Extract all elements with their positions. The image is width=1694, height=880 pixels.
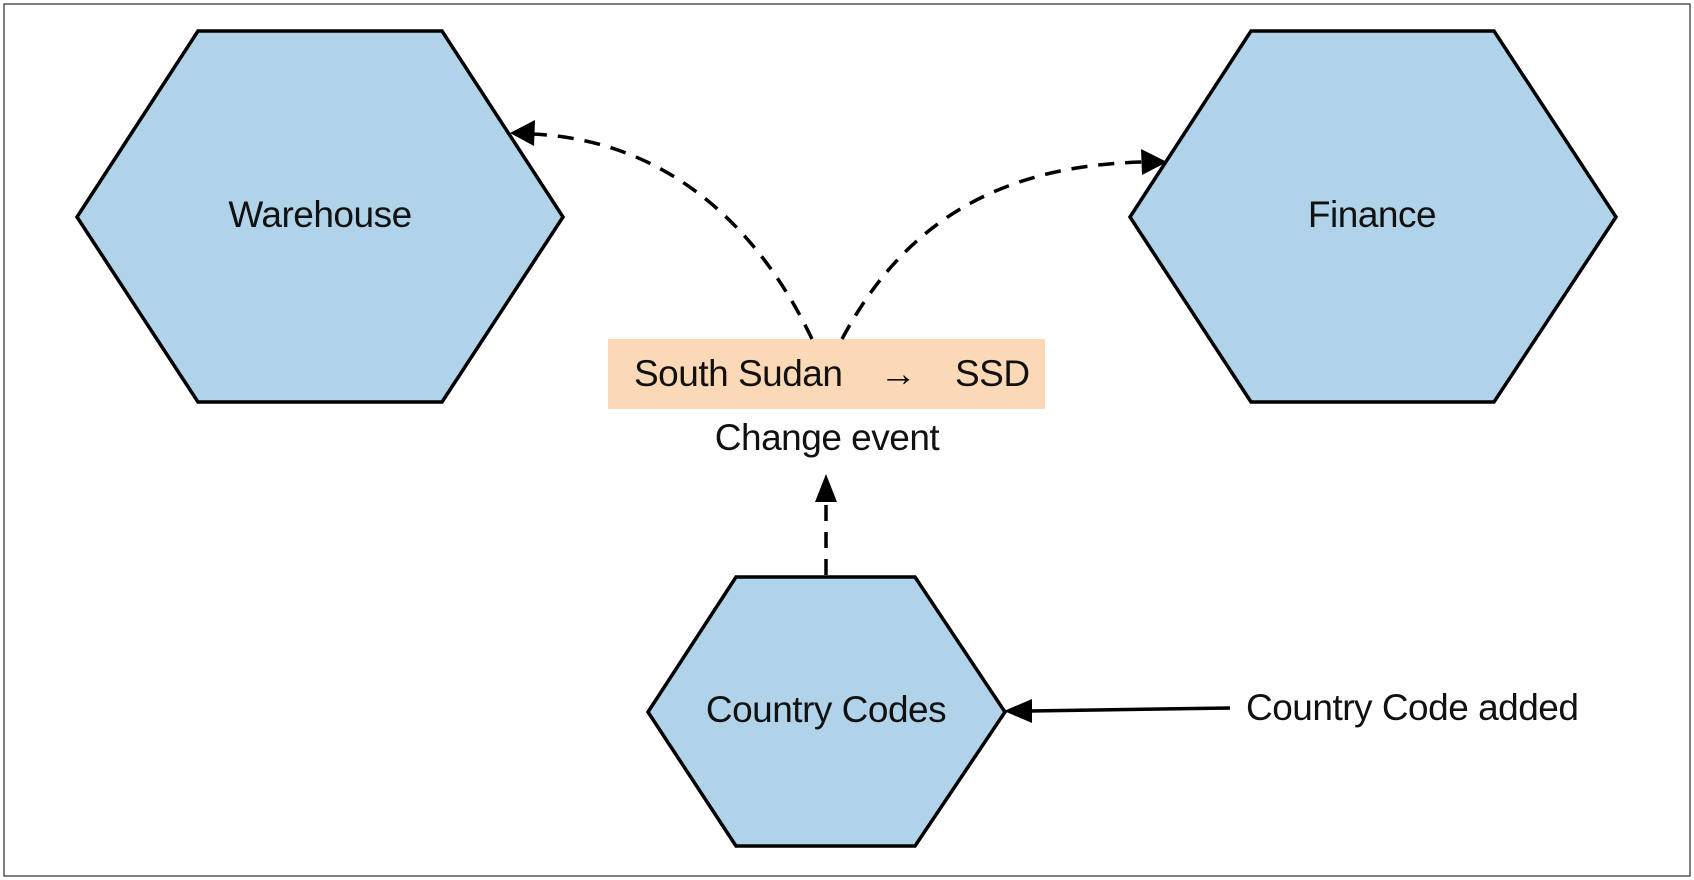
change-event-box bbox=[608, 339, 1045, 409]
country-codes-service: Country Codes bbox=[645, 575, 1008, 848]
arrowhead-event bbox=[815, 474, 837, 502]
change-event-to: SSD bbox=[955, 353, 1030, 394]
finance-label: Finance bbox=[1308, 194, 1436, 235]
arrowhead-finance bbox=[1141, 149, 1167, 175]
change-event-from: South Sudan bbox=[634, 353, 842, 394]
warehouse-service: Warehouse bbox=[74, 29, 566, 404]
country-codes-to-event-arrow bbox=[815, 474, 837, 575]
arrowhead-warehouse bbox=[510, 120, 535, 146]
finance-hexagon bbox=[1127, 29, 1619, 404]
finance-service: Finance bbox=[1127, 29, 1619, 404]
event-to-finance-arrow bbox=[840, 149, 1167, 340]
arrowhead-country-codes bbox=[1004, 699, 1032, 723]
change-event: South Sudan → SSD Change event bbox=[608, 339, 1045, 458]
warehouse-label: Warehouse bbox=[228, 194, 411, 235]
warehouse-hexagon bbox=[74, 29, 566, 404]
change-event-arrow: → bbox=[880, 353, 917, 394]
event-to-warehouse-arrow bbox=[510, 120, 814, 340]
trigger-arrow bbox=[1004, 699, 1231, 723]
country-codes-hexagon bbox=[645, 575, 1008, 848]
trigger-label: Country Code added bbox=[1246, 687, 1578, 728]
country-codes-label: Country Codes bbox=[706, 689, 946, 730]
change-event-caption: Change event bbox=[715, 417, 941, 458]
